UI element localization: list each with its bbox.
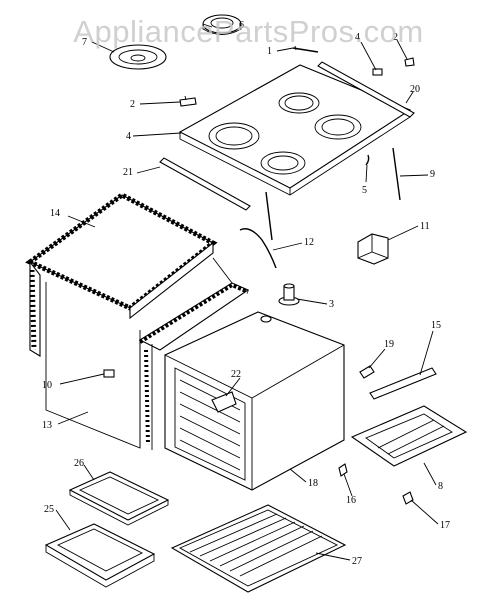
- callout-1: 1: [267, 46, 272, 57]
- callout-2-top: 2: [393, 32, 398, 43]
- callout-10: 10: [42, 380, 52, 391]
- part-12-tube: [239, 228, 277, 269]
- callout-4: 4: [126, 131, 131, 142]
- callout-22: 21: [123, 167, 133, 178]
- callout-15: 15: [431, 320, 441, 331]
- cooktop-support-rod: [265, 191, 273, 241]
- part-26-broiler-grid: [68, 471, 170, 526]
- callout-12: 12: [304, 237, 314, 248]
- callout-labels: 6 7 1 4 2 2 20 4 21 5 9 14 11 12 3 15 19…: [42, 20, 450, 567]
- part-8-bake-element: [350, 405, 468, 467]
- burner-elements: [208, 92, 362, 175]
- part-11-switch-bracket: [357, 233, 389, 265]
- part-27-oven-rack: [170, 504, 347, 593]
- part-22-trim: [159, 157, 251, 211]
- callout-14: 14: [50, 208, 60, 219]
- callout-16: 16: [346, 495, 356, 506]
- part-6-burner-ring: [202, 14, 242, 35]
- callout-8: 8: [438, 481, 443, 492]
- insulation-blanket: [25, 192, 250, 450]
- callout-4-top: 4: [355, 32, 360, 43]
- leader-lines: [55, 23, 439, 561]
- callout-11: 11: [420, 221, 430, 232]
- part-15-bracket: [369, 367, 437, 400]
- part-19-clip: [359, 365, 375, 379]
- part-2-clip-left: [179, 95, 197, 107]
- callout-6: 6: [239, 20, 244, 31]
- callout-27: 27: [352, 556, 362, 567]
- callout-9: 9: [430, 169, 435, 180]
- callout-5: 5: [362, 185, 367, 196]
- callout-7: 7: [82, 37, 87, 48]
- callout-2-left: 2: [130, 99, 135, 110]
- part-3-sensor: [278, 283, 300, 306]
- part-4-clip: [372, 68, 383, 76]
- part-2-clip-top: [404, 57, 415, 67]
- callout-25: 25: [44, 504, 54, 515]
- callout-3: 3: [329, 299, 334, 310]
- part-17-bracket: [402, 491, 414, 505]
- callout-18: 18: [308, 478, 318, 489]
- callout-13: 13: [42, 420, 52, 431]
- callout-17: 17: [440, 520, 450, 531]
- callout-21: 20: [410, 84, 420, 95]
- callout-26: 26: [74, 458, 84, 469]
- part-1-pin: [292, 45, 319, 53]
- cooktop-assembly: [178, 64, 412, 196]
- callout-20: 22: [231, 369, 241, 380]
- part-7-drip-bowl: [109, 44, 167, 70]
- part-21-trim: [317, 61, 415, 118]
- part-25-broiler-pan: [44, 523, 156, 588]
- part-9-rod: [392, 147, 401, 201]
- part-5-hook: [365, 154, 370, 166]
- part-16-bracket: [338, 463, 348, 477]
- part-18-oven-cavity: [164, 311, 345, 491]
- callout-19: 19: [384, 339, 394, 350]
